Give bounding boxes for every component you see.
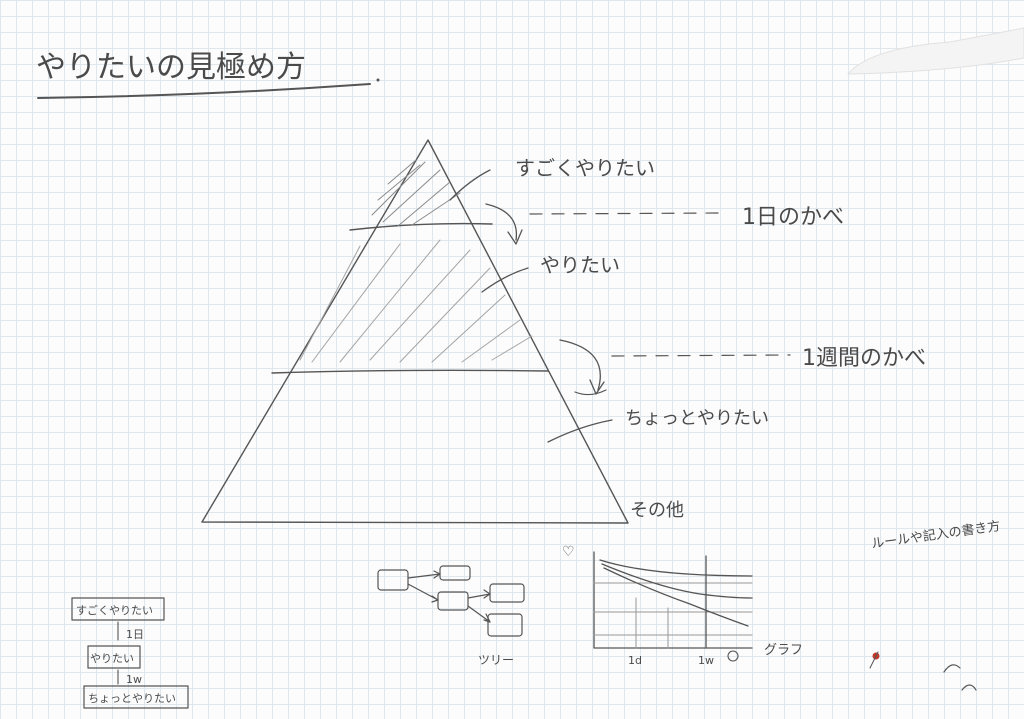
graph-curve-3 [603, 567, 749, 627]
wall-label-1-week: 1週間のかべ [802, 346, 926, 371]
mini-box-2-label: やりたい [90, 652, 134, 665]
wall-label-1-day: 1日のかべ [742, 205, 844, 230]
graph-axes [593, 551, 753, 649]
page-title: やりたいの見極め方 [36, 50, 306, 85]
tree-node-a [439, 565, 471, 581]
title-underline [37, 83, 371, 99]
mini-box-1 [71, 597, 165, 621]
graph-sketch: ♡ 1d 1w グラフ [562, 544, 803, 667]
pyramid [201, 139, 629, 524]
hatch-top [371, 159, 461, 227]
mini-step-2: 1w [126, 673, 142, 686]
pyramid-divider-1 [349, 222, 493, 231]
level-label-slightly-want: ちょっとやりたい [625, 408, 769, 429]
tree-node-c [489, 583, 525, 603]
wall-1: 1日のかべ [485, 203, 844, 245]
graph-curve-1 [599, 559, 753, 577]
graph-x-tick-1w: 1w [698, 654, 714, 667]
tree-sketch: ツリー [377, 565, 525, 667]
wall-1-dash [529, 212, 721, 215]
tree-node-b [437, 591, 469, 611]
tree-label: ツリー [478, 653, 514, 667]
hatch-middle [299, 239, 533, 363]
level-label-very-want: すごくやりたい [515, 156, 655, 180]
graph-curve-2 [601, 563, 753, 599]
graph-y-marker: ♡ [562, 544, 575, 560]
graph-x-tick-1d: 1d [628, 654, 642, 667]
tree-node-d [487, 613, 523, 637]
level-label-want: やりたい [540, 253, 620, 277]
wall-2-dash [611, 354, 791, 357]
pyramid-outline [201, 139, 629, 524]
mini-box-1-label: すごくやりたい [76, 603, 153, 617]
mini-step-1: 1日 [126, 628, 144, 641]
mini-box-3-label: ちょっとやりたい [88, 692, 176, 705]
graph-label: グラフ [764, 643, 803, 658]
side-note: ルールや記入の書き方 [870, 518, 1001, 552]
mini-box-2 [87, 645, 141, 669]
wall-2: 1週間のかべ [559, 339, 926, 396]
scribble [943, 664, 977, 691]
level-label-other: その他 [630, 500, 684, 521]
arrow-curve-1 [485, 203, 518, 241]
mini-flow: すごくやりたい 1日 やりたい 1w ちょっとやりたい [71, 597, 189, 709]
mini-box-3 [83, 685, 189, 709]
tape-mark [847, 27, 1024, 75]
tree-node-root [377, 569, 409, 591]
arrow-curve-2 [559, 339, 601, 391]
pyramid-divider-2 [271, 369, 549, 374]
